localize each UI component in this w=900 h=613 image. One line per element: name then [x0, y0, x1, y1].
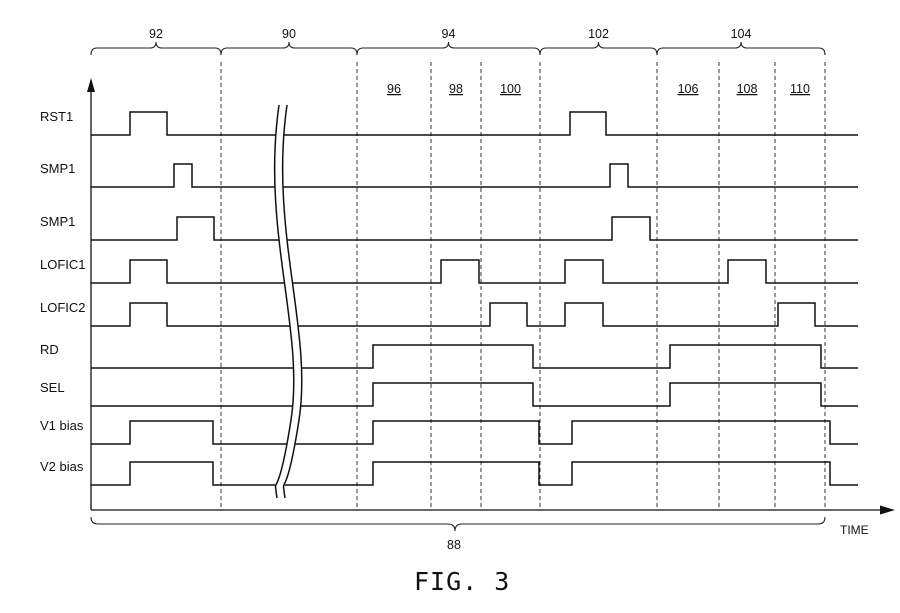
- signal-waveform-4: [91, 259, 858, 284]
- break-line-right: [281, 104, 303, 499]
- signal-label-3: SMP1: [40, 214, 75, 229]
- signal-waveform-6: [91, 344, 858, 369]
- subphase-label-96: 96: [387, 82, 401, 96]
- signal-label-9: V2 bias: [40, 459, 84, 474]
- time-axis-label: TIME: [840, 523, 869, 537]
- figure-caption: FIG. 3: [414, 567, 510, 596]
- signal-waveform-3: [91, 216, 858, 241]
- break-line-left: [273, 104, 295, 499]
- signal-waveform-1: [91, 111, 858, 136]
- overall-span-brace: [90, 516, 826, 532]
- signal-waveform-7: [91, 382, 858, 407]
- signal-waveform-9: [91, 461, 858, 486]
- phase-label-102: 102: [588, 27, 609, 41]
- phase-braces: 92 90 94 102 104: [90, 27, 826, 56]
- signal-label-6: RD: [40, 342, 59, 357]
- phase-dividers: [220, 62, 826, 508]
- phase-label-94: 94: [442, 27, 456, 41]
- signal-waveform-2: [91, 163, 858, 188]
- phase-label-104: 104: [731, 27, 752, 41]
- subphase-label-110: 110: [790, 82, 810, 96]
- subphase-labels: 96 98 100 106 108 110: [387, 82, 810, 96]
- subphase-label-98: 98: [449, 82, 463, 96]
- signal-label-2: SMP1: [40, 161, 75, 176]
- phase-brace-102: [539, 41, 658, 56]
- signal-label-8: V1 bias: [40, 418, 84, 433]
- phase-brace-104: [656, 41, 826, 56]
- signal-label-5: LOFIC2: [40, 300, 86, 315]
- signal-waveform-8: [91, 420, 858, 445]
- subphase-label-100: 100: [500, 82, 521, 96]
- overall-span-label: 88: [447, 538, 461, 552]
- subphase-label-108: 108: [737, 82, 758, 96]
- subphase-label-106: 106: [678, 82, 699, 96]
- break-mask: [274, 104, 303, 499]
- signal-label-7: SEL: [40, 380, 65, 395]
- phase-label-90: 90: [282, 27, 296, 41]
- signal-label-1: RST1: [40, 109, 73, 124]
- phase-label-92: 92: [149, 27, 163, 41]
- signal-label-4: LOFIC1: [40, 257, 86, 272]
- phase-brace-94: [356, 41, 541, 56]
- signal-waveform-5: [91, 302, 858, 327]
- y-axis-arrowhead: [87, 78, 95, 92]
- phase-brace-90: [220, 41, 358, 56]
- time-axis-arrowhead: [880, 505, 895, 515]
- time-break-mark: [273, 104, 303, 499]
- phase-brace-92: [90, 41, 222, 56]
